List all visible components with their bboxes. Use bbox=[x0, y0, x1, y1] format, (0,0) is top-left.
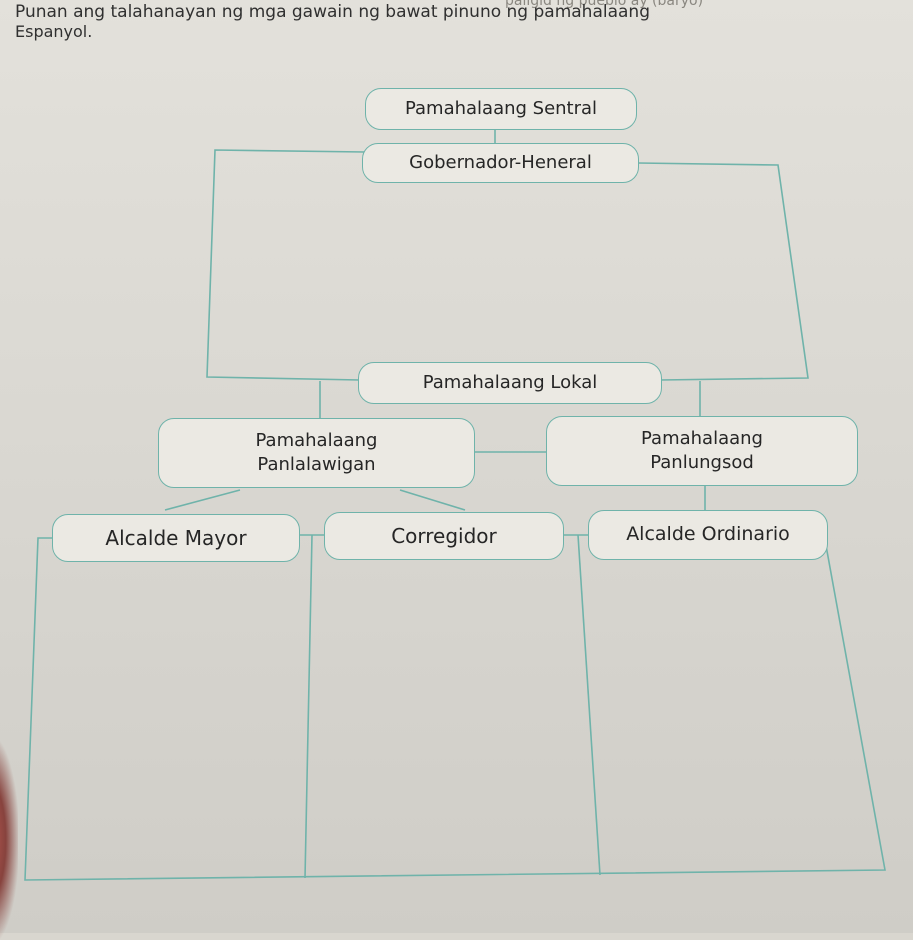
header-top-line: paligid ng pueblo ay (baryo) bbox=[505, 0, 704, 9]
finger-shadow bbox=[0, 740, 18, 940]
city-government-label-2: Panlungsod bbox=[650, 452, 754, 473]
city-government-box: Pamahalaang Panlungsod bbox=[546, 416, 858, 486]
central-government-box: Pamahalaang Sentral bbox=[365, 88, 637, 130]
instruction-line-2: Espanyol. bbox=[15, 22, 93, 41]
governor-general-label: Gobernador-Heneral bbox=[409, 151, 592, 173]
central-government-label: Pamahalaang Sentral bbox=[404, 97, 598, 119]
corregidor-label: Corregidor bbox=[391, 523, 497, 548]
city-government-label-1: Pamahalaang bbox=[641, 427, 763, 449]
alcalde-ordinario-label: Alcalde Ordinario bbox=[626, 523, 790, 546]
alcalde-mayor-label: Alcalde Mayor bbox=[105, 525, 247, 550]
instruction-line-1: Punan ang talahanayan ng mga gawain ng b… bbox=[15, 2, 651, 22]
alcalde-mayor-box: Alcalde Mayor bbox=[52, 514, 300, 562]
provincial-government-label-1: Pamahalaang bbox=[255, 429, 378, 451]
governor-general-box: Gobernador-Heneral bbox=[362, 143, 639, 183]
corregidor-box: Corregidor bbox=[324, 512, 564, 560]
alcalde-ordinario-box: Alcalde Ordinario bbox=[588, 510, 828, 560]
local-government-box: Pamahalaang Lokal bbox=[358, 362, 662, 404]
local-government-label: Pamahalaang Lokal bbox=[422, 371, 598, 393]
provincial-government-label-2: Panlalawigan bbox=[257, 454, 376, 475]
provincial-government-box: Pamahalaang Panlalawigan bbox=[158, 418, 475, 488]
